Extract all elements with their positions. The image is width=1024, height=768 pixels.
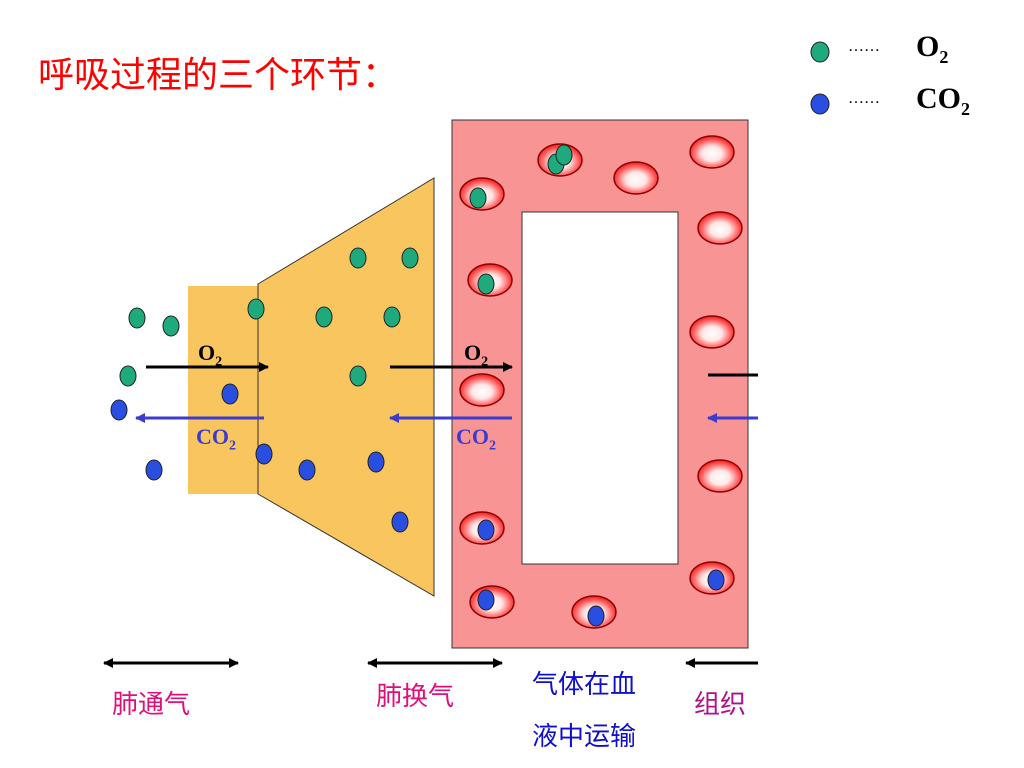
legend-label-o2: O2 (916, 30, 949, 67)
red-blood-cells (459, 135, 743, 629)
vessel-lumen (521, 211, 679, 565)
co2-molecule (367, 451, 385, 473)
legend-dots-co2: …… (848, 90, 880, 107)
co2-molecule (298, 459, 316, 481)
slide-title: 呼吸过程的三个环节： (38, 55, 399, 96)
o2-molecule (162, 315, 180, 337)
co2-molecule (145, 459, 163, 481)
legend-o2-dot (810, 41, 830, 63)
o2-molecule (247, 298, 265, 320)
co2-molecule (110, 399, 128, 421)
red-blood-cell (697, 459, 743, 493)
red-blood-cell (459, 373, 505, 407)
co2-molecule (477, 589, 495, 611)
legend-label-co2: CO2 (916, 82, 970, 119)
o2-molecule (315, 306, 333, 328)
co2-molecule (255, 443, 273, 465)
co2-label-exchange: CO2 (456, 424, 496, 454)
co2-label-ventilation: CO2 (196, 424, 236, 454)
stage-label-blood-transport-2: 液中运输 (532, 722, 637, 752)
o2-molecule (119, 365, 137, 387)
o2-label-exchange: O2 (464, 340, 489, 370)
o2-molecules (119, 144, 573, 387)
o2-molecule (383, 306, 401, 328)
co2-molecule (221, 383, 239, 405)
o2-molecule (401, 247, 419, 269)
red-blood-cell (689, 135, 735, 169)
o2-label-ventilation: O2 (198, 340, 223, 370)
o2-molecule (477, 273, 495, 295)
red-blood-cell (613, 161, 659, 195)
o2-molecule (469, 187, 487, 209)
legend-dots-o2: …… (848, 38, 880, 55)
legend-co2-dot (810, 93, 830, 115)
o2-molecule (349, 247, 367, 269)
o2-molecule (349, 365, 367, 387)
red-blood-cell (697, 211, 743, 245)
o2-molecule (555, 144, 573, 166)
o2-molecule (128, 307, 146, 329)
co2-molecule (587, 605, 605, 627)
co2-molecule (391, 511, 409, 533)
alveolus (257, 177, 435, 597)
co2-molecule (707, 569, 725, 591)
stage-label-lung-exchange: 肺换气 (376, 682, 455, 712)
red-blood-cell (689, 315, 735, 349)
stage-label-blood-transport-1: 气体在血 (532, 670, 637, 700)
co2-molecules (110, 383, 725, 627)
co2-molecule (477, 519, 495, 541)
stage-label-lung-ventilation: 肺通气 (112, 690, 191, 720)
stage-label-tissue: 组织 (694, 690, 747, 720)
